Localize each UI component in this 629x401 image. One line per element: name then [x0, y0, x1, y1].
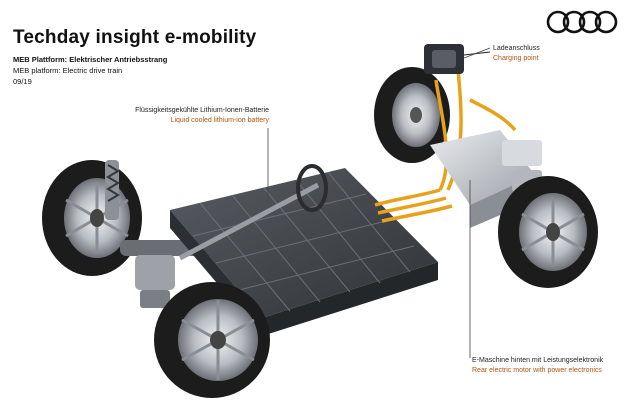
charging-label-en: Charging point: [493, 55, 539, 62]
motor-label-en: Rear electric motor with power electroni…: [472, 367, 602, 374]
charging-point: [424, 44, 491, 74]
subtitle-german: MEB Plattform: Elektrischer Antriebsstra…: [13, 55, 168, 64]
date-label: 09/19: [13, 77, 32, 86]
charging-annotation: Ladeanschluss Charging point: [493, 44, 540, 64]
rear-left-wheel: [374, 67, 450, 163]
charging-label-de: Ladeanschluss: [493, 45, 540, 52]
subtitle-english: MEB platform: Electric drive train: [13, 66, 123, 75]
leader-lines: [267, 47, 491, 358]
rear-right-wheel: [498, 176, 598, 288]
battery-label-de: Flüssigkeitsgekühlte Lithium-Ionen-Batte…: [135, 107, 269, 114]
page-title: Techday insight e-mobility: [13, 27, 257, 48]
battery-label-en: Liquid cooled lithium-ion battery: [170, 117, 269, 124]
motor-annotation: E-Maschine hinten mit Leistungselektroni…: [472, 356, 603, 376]
steering-column: [178, 164, 328, 261]
motor-label-de: E-Maschine hinten mit Leistungselektroni…: [472, 357, 604, 364]
front-left-wheel: [42, 160, 142, 276]
front-right-wheel: [154, 282, 270, 398]
battery-annotation: Flüssigkeitsgekühlte Lithium-Ionen-Batte…: [86, 106, 269, 126]
four-rings-logo: [546, 10, 618, 34]
